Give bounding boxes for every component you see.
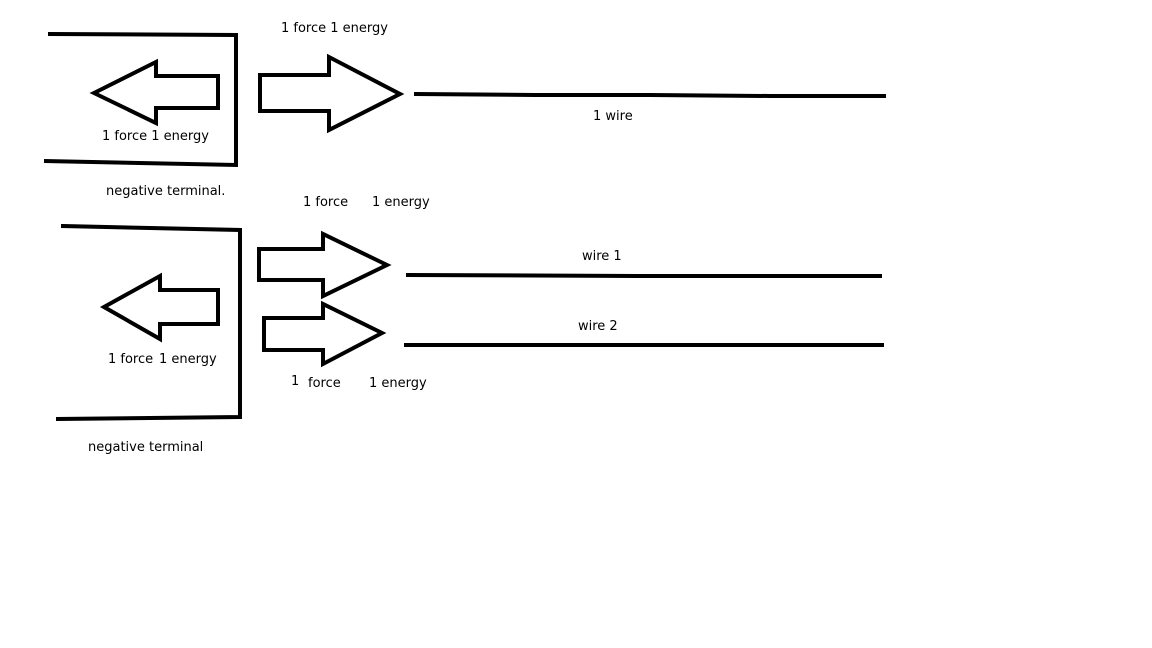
label-wire2-2: wire 2 — [578, 319, 618, 334]
wire-line-1 — [413, 91, 886, 98]
label-bottom-one-2: 1 — [291, 374, 300, 389]
label-negative-terminal-1: negative terminal. — [106, 184, 226, 199]
label-bottom-force-2: force — [308, 376, 341, 391]
label-top-right-1: 1 force 1 energy — [281, 21, 388, 36]
left-arrow-1 — [89, 58, 220, 127]
label-inner-left-energy-2: 1 energy — [159, 352, 217, 367]
right-arrow-2-lower — [262, 300, 387, 368]
label-negative-terminal-2: negative terminal — [88, 440, 204, 455]
label-top-energy-2: 1 energy — [372, 195, 430, 210]
wire-line-2-upper — [405, 272, 882, 278]
right-arrow-1 — [258, 53, 405, 134]
label-inner-left-1: 1 force 1 energy — [102, 129, 209, 144]
terminal-bracket-2 — [55, 223, 242, 422]
terminal-bracket-1 — [43, 31, 238, 168]
label-top-force-2: 1 force — [303, 195, 349, 210]
label-bottom-energy-2: 1 energy — [369, 376, 427, 391]
label-inner-left-force-2: 1 force — [108, 352, 154, 367]
left-arrow-2 — [99, 272, 220, 343]
label-wire1-2: wire 1 — [582, 249, 622, 264]
right-arrow-2-upper — [257, 230, 392, 300]
label-wire-1: 1 wire — [593, 109, 633, 124]
